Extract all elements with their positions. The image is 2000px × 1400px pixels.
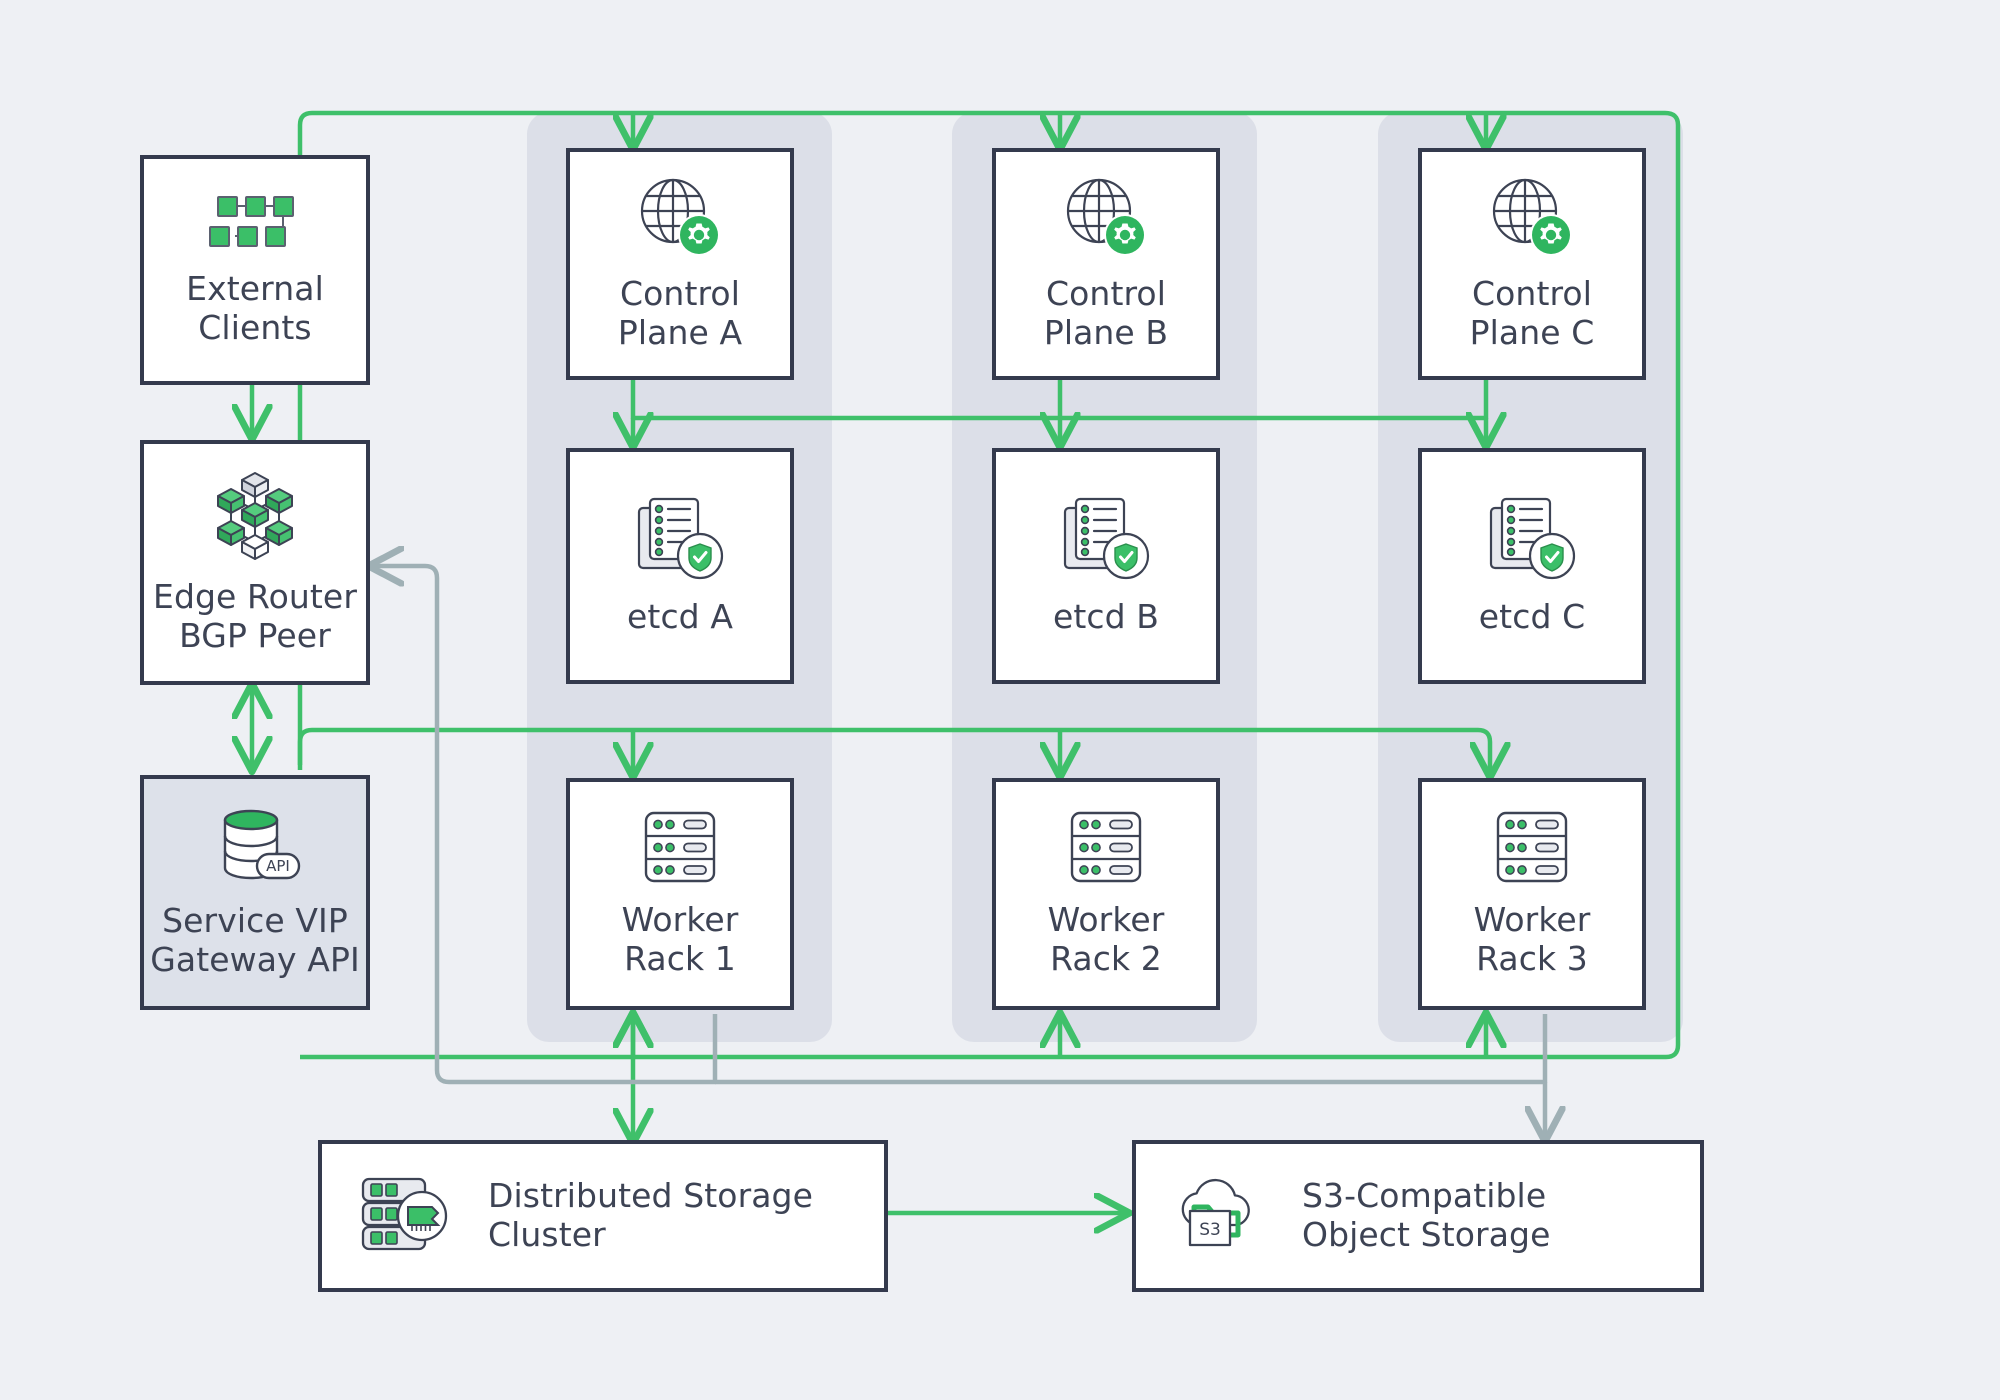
server-rack-icon — [641, 809, 719, 889]
wire-service-vip-to-worker-bus — [297, 727, 1490, 776]
node-etcd-c[interactable]: etcd C — [1418, 448, 1646, 684]
node-service-vip-label: Service VIP Gateway API — [150, 900, 360, 979]
node-worker-rack-3-label: Worker Rack 3 — [1473, 900, 1591, 978]
globe-gear-icon — [1487, 175, 1577, 263]
globe-gear-icon — [635, 175, 725, 263]
node-etcd-a-label: etcd A — [627, 596, 733, 636]
node-distributed-storage[interactable]: Distributed Storage Cluster — [318, 1140, 888, 1292]
node-edge-router[interactable]: Edge Router BGP Peer — [140, 440, 370, 685]
database-api-icon: API — [207, 806, 303, 890]
node-worker-rack-3[interactable]: Worker Rack 3 — [1418, 778, 1646, 1010]
node-control-plane-c-label: Control Plane C — [1469, 274, 1595, 352]
document-shield-icon — [634, 496, 726, 586]
node-service-vip[interactable]: API Service VIP Gateway API — [140, 775, 370, 1010]
document-shield-icon — [1060, 496, 1152, 586]
node-worker-rack-2[interactable]: Worker Rack 2 — [992, 778, 1220, 1010]
s3-badge-text: S3 — [1199, 1220, 1221, 1240]
node-control-plane-c[interactable]: Control Plane C — [1418, 148, 1646, 380]
node-worker-rack-1-label: Worker Rack 1 — [621, 900, 739, 978]
node-control-plane-b[interactable]: Control Plane B — [992, 148, 1220, 380]
server-rack-icon — [1067, 809, 1145, 889]
document-shield-icon — [1486, 496, 1578, 586]
node-external-clients[interactable]: External Clients — [140, 155, 370, 385]
node-control-plane-b-label: Control Plane B — [1043, 274, 1169, 352]
node-etcd-c-label: etcd C — [1478, 596, 1586, 636]
node-control-plane-a-label: Control Plane A — [617, 274, 743, 352]
api-badge-text: API — [266, 857, 290, 875]
globe-gear-icon — [1061, 175, 1151, 263]
node-worker-rack-2-label: Worker Rack 2 — [1047, 900, 1165, 978]
node-external-clients-label: External Clients — [186, 269, 324, 347]
server-rack-icon — [1493, 809, 1571, 889]
node-object-storage-label: S3-Compatible Object Storage — [1302, 1176, 1551, 1254]
cube-mesh-icon — [205, 470, 305, 566]
cloud-folder-s3-icon: S3 — [1172, 1173, 1268, 1259]
network-nodes-icon — [209, 192, 301, 258]
storage-chip-icon — [358, 1171, 454, 1261]
node-worker-rack-1[interactable]: Worker Rack 1 — [566, 778, 794, 1010]
node-object-storage[interactable]: S3 S3-Compatible Object Storage — [1132, 1140, 1704, 1292]
node-edge-router-label: Edge Router BGP Peer — [153, 576, 357, 655]
node-etcd-b[interactable]: etcd B — [992, 448, 1220, 684]
node-etcd-b-label: etcd B — [1052, 596, 1160, 636]
node-etcd-a[interactable]: etcd A — [566, 448, 794, 684]
node-distributed-storage-label: Distributed Storage Cluster — [488, 1176, 814, 1254]
node-control-plane-a[interactable]: Control Plane A — [566, 148, 794, 380]
